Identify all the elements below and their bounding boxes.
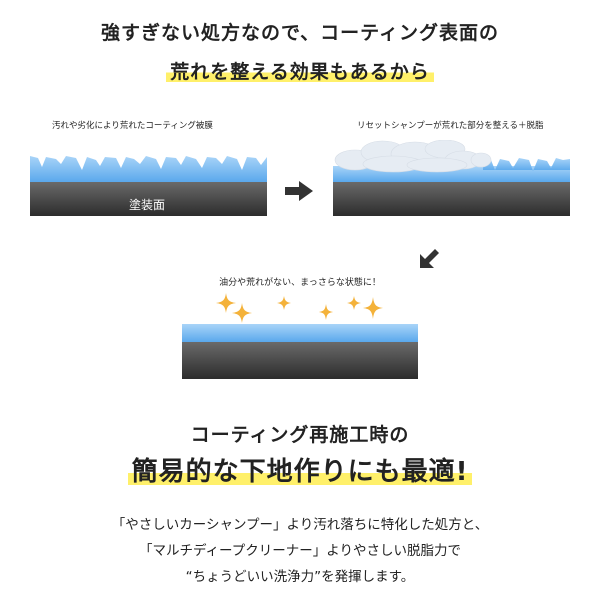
clean-coating-panel — [182, 324, 418, 379]
rough-coating-panel: 塗装面 — [30, 152, 267, 216]
section2-line2: 簡易的な下地作りにも最適! — [127, 451, 473, 488]
headline-line2: 荒れを整える効果もあるから — [166, 57, 434, 84]
paint-surface-label: 塗装面 — [129, 198, 166, 212]
section2-line2-wrap: 簡易的な下地作りにも最適! — [0, 451, 600, 488]
rough-coating-illustration — [30, 156, 267, 216]
clean-coating-illustration — [182, 324, 418, 379]
body-line2: 「マルチディープクリーナー」よりやさしい脱脂力で — [139, 543, 461, 559]
arrow-down-left-icon — [420, 249, 439, 268]
body-line1: 「やさしいカーシャンプー」より汚れ落ちに特化した処方と、 — [111, 517, 489, 533]
caption-clean-state: 油分や荒れがない、まっさらな状態に！ — [219, 278, 381, 288]
headline-line1: 強すぎない処方なので、コーティング表面の — [100, 22, 500, 44]
headline-line2-wrap: 荒れを整える効果もあるから — [0, 57, 600, 84]
section2-line1: コーティング再施工時の — [190, 424, 410, 446]
reset-coating-panel — [333, 140, 570, 216]
sparkle-icons — [216, 293, 383, 323]
caption-rough-coating: 汚れや劣化により荒れたコーティング被膜 — [52, 121, 213, 131]
caption-reset-shampoo: リセットシャンプーが荒れた部分を整える＋脱脂 — [357, 121, 544, 131]
arrow-right-icon — [285, 181, 313, 201]
body-line3: “ちょうどいい洗浄力”を発揮します。 — [185, 569, 415, 585]
reset-coating-illustration — [333, 140, 570, 216]
